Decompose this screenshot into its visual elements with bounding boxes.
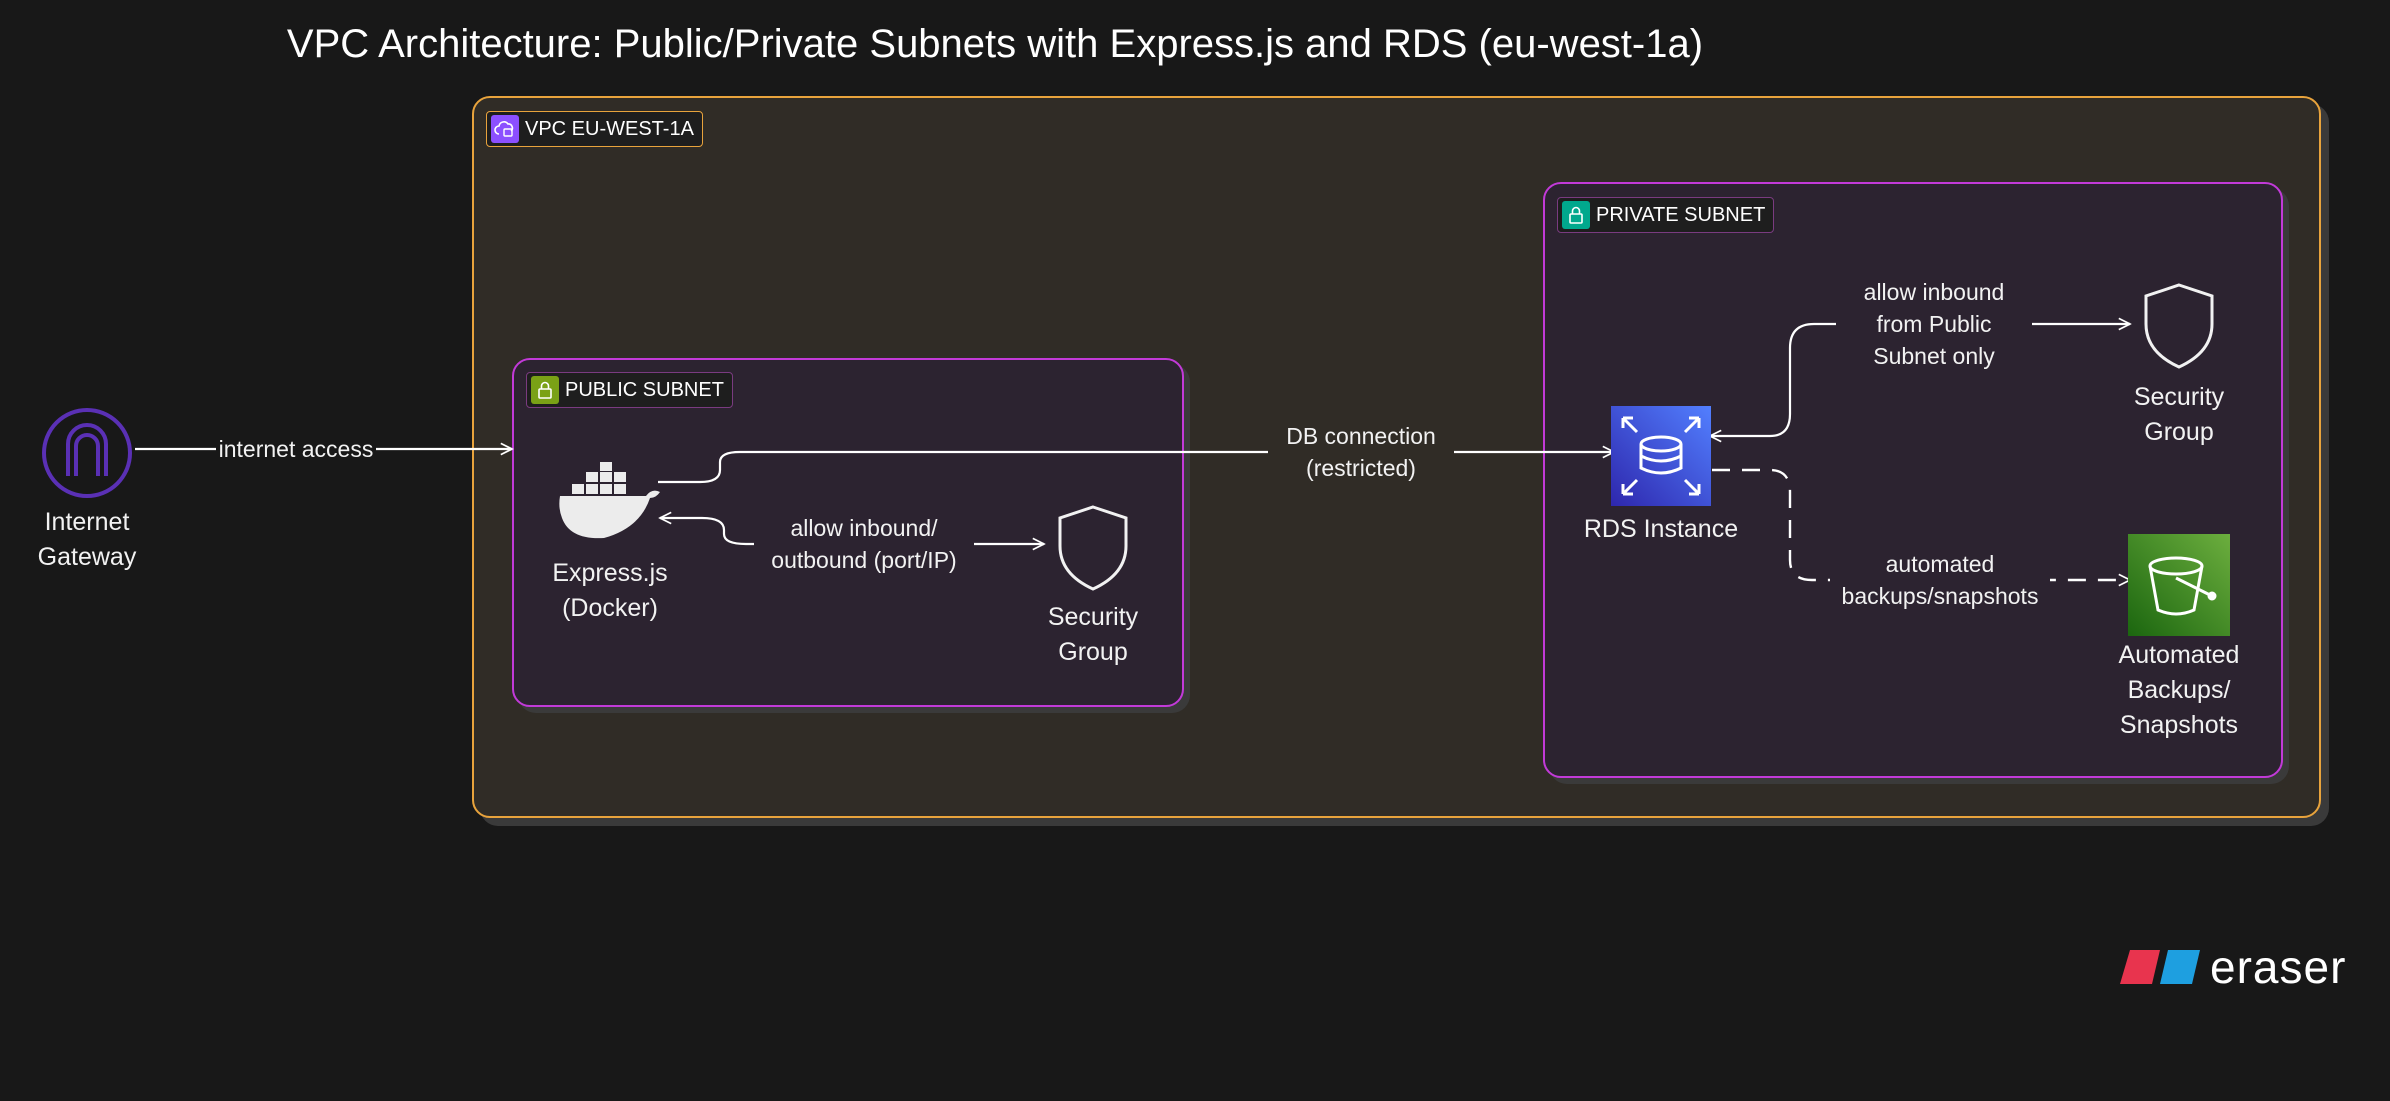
edge-backups-line2: backups/snapshots — [1841, 583, 2039, 609]
edge-sg-private-line2: from Public — [1876, 311, 1992, 337]
edge-sg-public-label: allow inbound/ outbound (port/IP) — [754, 512, 974, 576]
lock-icon — [1562, 201, 1590, 229]
docker-whale-icon[interactable] — [556, 462, 664, 542]
rds-database-icon[interactable] — [1611, 406, 1711, 506]
rds-label: RDS Instance — [1583, 515, 1739, 543]
internet-gateway-icon[interactable] — [40, 406, 134, 500]
edge-db-connection-label: DB connection (restricted) — [1268, 420, 1454, 484]
express-line2: (Docker) — [562, 594, 658, 622]
edge-backups — [1712, 468, 2130, 580]
edge-sg-public — [660, 518, 1044, 544]
vpc-group-label: VPC EU-WEST-1A — [525, 117, 694, 140]
edge-db-connection — [658, 452, 1614, 484]
sg-private-line2: Group — [2144, 418, 2214, 446]
sg-private-line1: Security — [2133, 383, 2225, 411]
sg-private-label: Security Group — [2099, 380, 2259, 450]
backups-line2: Backups/ — [2127, 676, 2231, 704]
express-line1: Express.js — [552, 559, 668, 587]
edge-sg-public-line1: allow inbound/ — [790, 515, 938, 541]
eraser-logo-text: eraser — [2210, 941, 2347, 993]
vpc-cloud-icon — [491, 115, 519, 143]
sg-public-line1: Security — [1047, 603, 1139, 631]
s3-bucket-icon[interactable] — [2128, 534, 2230, 636]
internet-gateway-line1: Internet — [44, 508, 130, 536]
edge-internet-access-label: internet access — [216, 433, 376, 465]
edge-sg-private — [1710, 324, 2130, 436]
edge-sg-private-line1: allow inbound — [1863, 279, 2005, 305]
internet-gateway-line2: Gateway — [37, 543, 137, 571]
edge-sg-private-label: allow inbound from Public Subnet only — [1836, 276, 2032, 372]
eraser-logo-icon — [2120, 950, 2200, 984]
backups-line1: Automated — [2118, 641, 2240, 669]
edge-backups-label: automated backups/snapshots — [1830, 548, 2050, 612]
public-subnet-tag: PUBLIC SUBNET — [526, 372, 733, 408]
diagram-title: VPC Architecture: Public/Private Subnets… — [286, 22, 1704, 66]
express-label: Express.js (Docker) — [530, 556, 690, 626]
sg-public-line2: Group — [1058, 638, 1128, 666]
shield-icon[interactable] — [1056, 504, 1130, 592]
internet-gateway-label: Internet Gateway — [0, 505, 174, 575]
edge-sg-private-line3: Subnet only — [1873, 343, 1995, 369]
sg-public-label: Security Group — [1013, 600, 1173, 670]
edge-sg-public-line2: outbound (port/IP) — [771, 547, 957, 573]
backups-label: Automated Backups/ Snapshots — [2079, 638, 2279, 743]
edge-db-line2: (restricted) — [1306, 455, 1416, 481]
shield-icon[interactable] — [2142, 282, 2216, 370]
private-subnet-tag: PRIVATE SUBNET — [1557, 197, 1775, 233]
lock-icon — [531, 376, 559, 404]
edge-backups-line1: automated — [1885, 551, 1995, 577]
backups-line3: Snapshots — [2119, 711, 2239, 739]
eraser-logo: eraser — [2120, 940, 2346, 994]
edge-db-line1: DB connection — [1286, 423, 1436, 449]
public-subnet-label: PUBLIC SUBNET — [565, 378, 724, 401]
private-subnet-label: PRIVATE SUBNET — [1596, 203, 1766, 226]
vpc-group-tag: VPC EU-WEST-1A — [486, 111, 703, 147]
